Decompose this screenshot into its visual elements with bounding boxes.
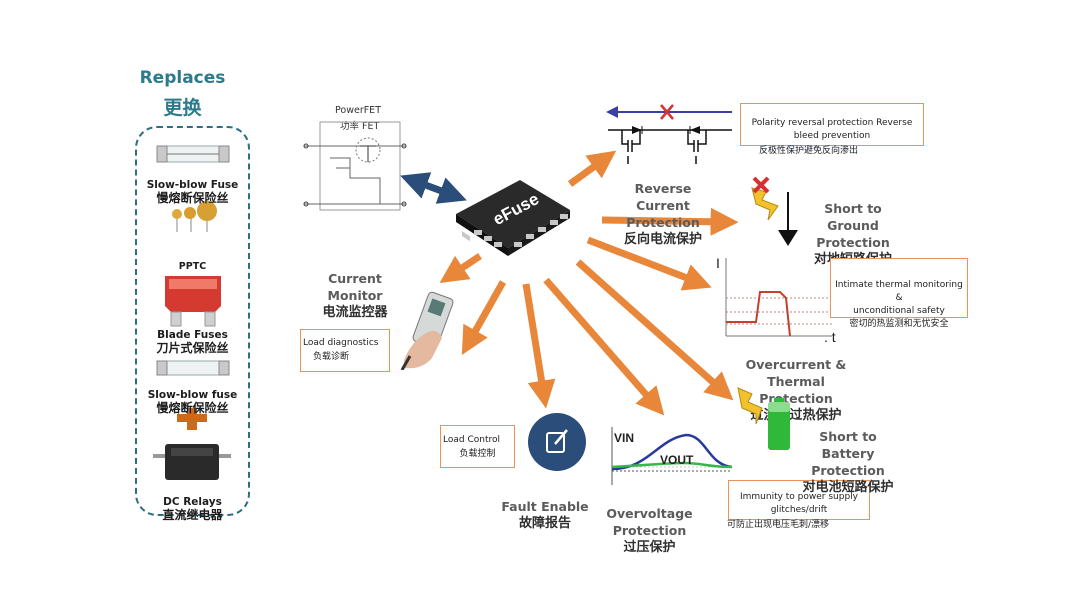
arrow-to-reverse-current bbox=[567, 150, 617, 187]
load-control-note: Load Control 负载控制 bbox=[440, 425, 515, 468]
arrow-to-thermal-graph bbox=[586, 236, 712, 291]
arrow-to-current-monitor bbox=[439, 253, 482, 283]
graph-y-axis-label: I bbox=[716, 255, 720, 271]
replaces-item-slow-blow-fuse-1: Slow-blow Fuse 慢熔断保险丝 bbox=[146, 179, 239, 205]
immunity-note: Immunity to power supply glitches/drift … bbox=[727, 480, 870, 530]
reverse-current-label: Reverse Current Protection 反向电流保护 bbox=[623, 181, 702, 247]
graph-x-axis-label: . t bbox=[824, 329, 836, 345]
powerfet-label-en: PowerFET bbox=[335, 105, 381, 116]
short-to-ground-icon bbox=[751, 176, 798, 246]
arrow-to-overvoltage bbox=[543, 277, 665, 416]
replaces-item-blade-fuses: Blade Fuses 刀片式保险丝 bbox=[156, 329, 229, 355]
replaces-title-cn: 更换 bbox=[163, 97, 202, 119]
current-monitor-label: Current Monitor 电流监控器 bbox=[322, 271, 388, 320]
short-to-battery-label: Short to Battery Protection 对电池短路保护 bbox=[802, 429, 894, 495]
powerfet-schematic bbox=[303, 121, 407, 211]
efuse-chip: eFuse bbox=[456, 180, 570, 256]
arrow-to-short-ground bbox=[601, 207, 739, 236]
reverse-block-x-icon bbox=[660, 104, 674, 120]
replaces-item-slow-blow-fuse-2: Slow-blow fuse 慢熔断保险丝 bbox=[147, 389, 238, 415]
handheld-meter-image bbox=[400, 291, 454, 370]
short-to-battery-icon bbox=[737, 387, 790, 450]
fault-enable-label: Fault Enable 故障报告 bbox=[501, 499, 589, 531]
arrow-to-overcurrent bbox=[575, 259, 734, 401]
replaces-item-pptc: PPTC bbox=[178, 261, 207, 272]
blade-fuse-image bbox=[165, 276, 221, 327]
thermal-note: Intimate thermal monitoring & unconditio… bbox=[830, 258, 968, 329]
edit-icon bbox=[528, 413, 586, 471]
glass-fuse-image-1 bbox=[156, 145, 230, 163]
dc-relay-image bbox=[153, 408, 231, 480]
current-time-graph: I . t bbox=[716, 255, 836, 345]
powerfet-label-cn: 功率 FET bbox=[340, 121, 380, 132]
vin-vout-waveform: VIN VOUT bbox=[611, 427, 733, 485]
reverse-polarity-schematic bbox=[606, 104, 732, 164]
replaces-item-dc-relays: DC Relays 直流继电器 bbox=[162, 496, 223, 522]
vout-label: VOUT bbox=[660, 453, 694, 467]
component-pictures bbox=[153, 145, 231, 480]
replaces-box bbox=[135, 126, 250, 516]
powerfet-chip-arrow bbox=[400, 172, 467, 204]
replaces-title-en: Replaces bbox=[139, 68, 226, 88]
vin-label: VIN bbox=[614, 431, 634, 445]
overvoltage-label: Overvoltage Protection 过压保护 bbox=[606, 506, 693, 555]
glass-fuse-image-2 bbox=[156, 360, 230, 376]
polarity-note: Polarity reversal protection Reverse ble… bbox=[740, 103, 924, 156]
ptc-disc-images bbox=[172, 201, 217, 232]
arrow-to-load-diagnostics bbox=[461, 280, 507, 355]
arrow-to-fault-enable bbox=[522, 283, 556, 409]
load-diagnostics-note: Load diagnostics 负载诊断 bbox=[300, 329, 390, 372]
